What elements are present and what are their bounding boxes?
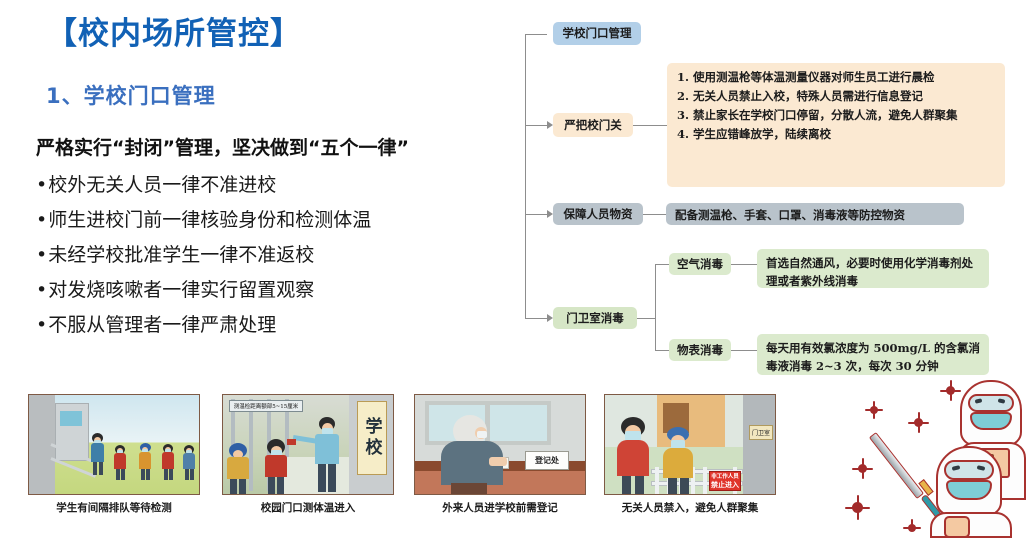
connector-to-branch-1 xyxy=(525,125,548,126)
photo4-guardroom-sign: 门卫室 xyxy=(749,425,773,440)
photo-caption-3: 外来人员进学校前需登记 xyxy=(442,502,558,514)
connector-spine xyxy=(525,34,526,318)
list-item-label: 师生进校门前一律核验身份和检测体温 xyxy=(48,209,372,231)
flow-detail-child-surface: 每天用有效氯浓度为 500mg/L 的含氯消毒液消毒 2~3 次，每次 30 分… xyxy=(757,334,989,375)
list-item-label: 对发烧咳嗽者一律实行留置观察 xyxy=(48,279,315,301)
bullet-marker: • xyxy=(36,314,48,336)
flow-node-child-air[interactable]: 空气消毒 xyxy=(669,253,731,275)
photo-image-4: 门卫室 非工作人员 禁止进入 xyxy=(604,394,776,495)
connector-to-branch-2 xyxy=(525,214,548,215)
photo-strip: 学生有间隔排队等待检测 学校 测温检距离额部5~15厘米 xyxy=(0,388,800,528)
photo-card-4: 门卫室 非工作人员 禁止进入 xyxy=(604,394,776,515)
photo-caption-2: 校园门口测体温进入 xyxy=(260,502,356,514)
photo2-note-tag: 测温检距离额部5~15厘米 xyxy=(229,400,303,412)
section-heading: 1、学校门口管理 xyxy=(46,84,216,108)
flow-detail-branch-2: 配备测温枪、手套、口罩、消毒液等防控物资 xyxy=(666,203,964,225)
bullet-marker: • xyxy=(36,174,48,196)
list-item-label: 未经学校批准学生一律不准返校 xyxy=(48,244,315,266)
bullet-marker: • xyxy=(36,209,48,231)
photo3-register-sign: 登记处 xyxy=(525,451,569,470)
arrow-branch-3 xyxy=(547,314,553,322)
photo4-prohibit-sign: 非工作人员 禁止进入 xyxy=(709,471,741,491)
flow-detail-item: 使用测温枪等体温测量仪器对师生员工进行晨检 xyxy=(693,68,996,87)
connector-branch3-spine xyxy=(655,264,656,350)
connector-to-child-1 xyxy=(655,264,669,265)
list-item: •不服从管理者一律严肃处理 xyxy=(36,308,506,343)
photo-caption-1: 学生有间隔排队等待检测 xyxy=(56,502,172,514)
bullet-marker: • xyxy=(36,244,48,266)
mascot-illustration xyxy=(845,372,1026,538)
list-item-label: 不服从管理者一律严肃处理 xyxy=(48,314,277,336)
flow-detail-child-air: 首选自然通风，必要时使用化学消毒剂处理或者紫外线消毒 xyxy=(757,249,989,288)
photo-card-3: 登记处 外来人员进学校前需登记 xyxy=(414,394,586,515)
flow-detail-item: 无关人员禁止入校，特殊人员需进行信息登记 xyxy=(693,87,996,106)
photo4-prohibit-line2: 禁止进入 xyxy=(711,480,739,489)
photo-card-2: 学校 测温检距离额部5~15厘米 xyxy=(222,394,394,515)
connector-child2-to-detail xyxy=(731,350,757,351)
flow-node-branch-2[interactable]: 保障人员物资 xyxy=(553,203,643,225)
flow-detail-list: 使用测温枪等体温测量仪器对师生员工进行晨检 无关人员禁止入校，特殊人员需进行信息… xyxy=(676,68,996,144)
lead-statement: 严格实行“封闭”管理，坚决做到“五个一律” xyxy=(36,137,409,159)
photo-caption-4: 无关人员禁入，避免人群聚集 xyxy=(621,502,759,514)
flow-node-child-surface[interactable]: 物表消毒 xyxy=(669,339,731,361)
photo-card-1: 学生有间隔排队等待检测 xyxy=(28,394,200,515)
flow-node-root[interactable]: 学校门口管理 xyxy=(553,22,641,45)
photo2-school-sign: 学校 xyxy=(357,401,387,475)
flowchart: 学校门口管理 严把校门关 使用测温枪等体温测量仪器对师生员工进行晨检 无关人员禁… xyxy=(525,12,1020,375)
list-item: •师生进校门前一律核验身份和检测体温 xyxy=(36,203,506,238)
photo-image-1 xyxy=(28,394,200,495)
bullet-list: •校外无关人员一律不准进校 •师生进校门前一律核验身份和检测体温 •未经学校批准… xyxy=(36,168,506,343)
arrow-branch-1 xyxy=(547,121,553,129)
connector-to-branch-3 xyxy=(525,318,548,319)
arrow-branch-2 xyxy=(547,210,553,218)
flow-node-branch-3[interactable]: 门卫室消毒 xyxy=(553,307,637,329)
photo-image-2: 学校 测温检距离额部5~15厘米 xyxy=(222,394,394,495)
photo4-prohibit-line1: 非工作人员 xyxy=(711,474,739,480)
list-item: •对发烧咳嗽者一律实行留置观察 xyxy=(36,273,506,308)
connector-to-child-2 xyxy=(655,350,669,351)
flow-detail-item: 禁止家长在学校门口停留，分散人流，避免人群聚集 xyxy=(693,106,996,125)
connector-branch2-to-detail xyxy=(643,214,666,215)
photo-image-3: 登记处 xyxy=(414,394,586,495)
flow-detail-branch-1: 使用测温枪等体温测量仪器对师生员工进行晨检 无关人员禁止入校，特殊人员需进行信息… xyxy=(667,63,1005,187)
connector-branch1-to-detail xyxy=(633,125,667,126)
bullet-marker: • xyxy=(36,279,48,301)
list-item-label: 校外无关人员一律不准进校 xyxy=(48,174,277,196)
flow-node-branch-1[interactable]: 严把校门关 xyxy=(553,113,633,137)
list-item: •未经学校批准学生一律不准返校 xyxy=(36,238,506,273)
flow-detail-item: 学生应错峰放学，陆续离校 xyxy=(693,125,996,144)
list-item: •校外无关人员一律不准进校 xyxy=(36,168,506,203)
connector-root-stub xyxy=(525,34,547,35)
connector-child1-to-detail xyxy=(731,264,757,265)
page-title: 【校内场所管控】 xyxy=(46,16,302,52)
connector-branch3-stub xyxy=(637,318,655,319)
